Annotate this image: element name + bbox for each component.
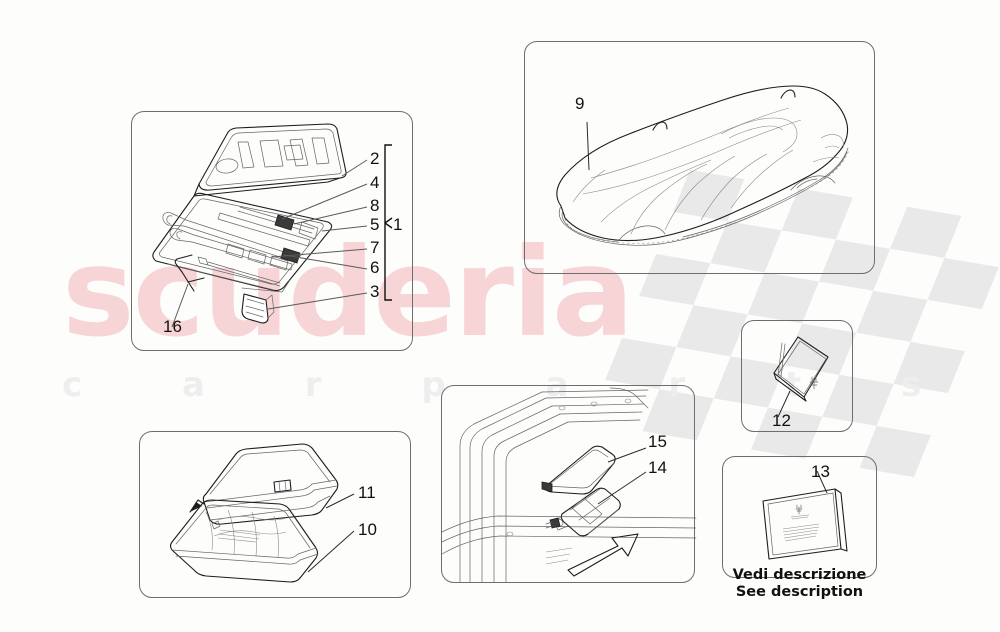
callout-8: 8	[370, 196, 380, 215]
callout-11: 11	[358, 483, 376, 502]
callout-5: 5	[370, 215, 380, 234]
booklet-caption-english: See description	[735, 584, 864, 600]
callout-15: 15	[648, 432, 667, 451]
callout-1: 1	[393, 215, 403, 234]
callout-13: 13	[811, 462, 830, 481]
owners-manual-artwork	[773, 336, 829, 402]
callout-16: 16	[163, 317, 182, 336]
car-cover-artwork	[556, 85, 850, 246]
car-cover-panel[interactable]	[524, 41, 875, 274]
callout-7: 7	[370, 238, 380, 257]
callout-6: 6	[370, 258, 380, 277]
callout-12: 12	[772, 411, 791, 430]
luggage-compartment-panel[interactable]	[441, 385, 697, 583]
luggage-compartment-artwork	[441, 387, 697, 583]
callout-4: 4	[370, 173, 380, 192]
callout-3: 3	[370, 282, 380, 301]
first-aid-kit-panel[interactable]	[139, 431, 411, 598]
callout-14: 14	[648, 458, 667, 477]
booklet-caption-italian: Vedi descrizione	[732, 567, 867, 583]
first-aid-kit-artwork	[169, 443, 339, 583]
callout-9: 9	[575, 94, 585, 113]
tool-kit-artwork	[152, 123, 347, 324]
callout-2: 2	[370, 149, 380, 168]
owners-manual-panel[interactable]	[741, 320, 853, 432]
callout-10: 10	[358, 520, 377, 539]
service-booklet-panel[interactable]	[722, 456, 877, 578]
service-booklet-artwork	[762, 488, 848, 560]
